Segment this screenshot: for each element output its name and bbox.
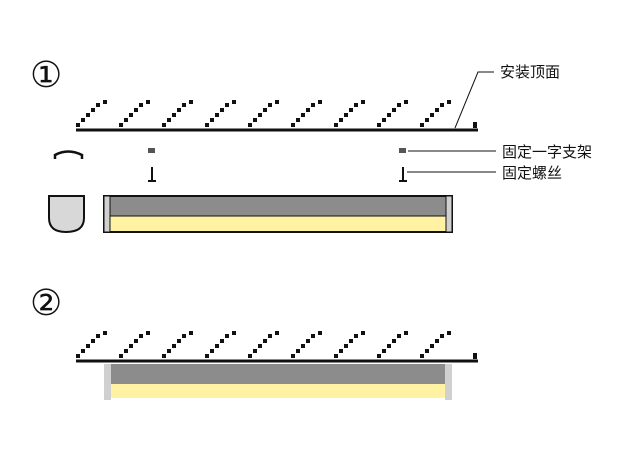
surface-leader-line <box>454 71 494 129</box>
bracket-left-icon <box>148 148 155 153</box>
screw-left-icon <box>148 167 156 182</box>
mounting-surface-1 <box>76 100 478 132</box>
mounting-surface-2 <box>76 331 478 363</box>
surface-hatching <box>76 100 477 128</box>
led-tube-1 <box>103 195 453 233</box>
surface-hatching <box>76 331 477 359</box>
mounting-surface-label: 安装顶面 <box>500 63 560 81</box>
clip-end-view-icon <box>48 195 85 234</box>
step-1-number: ① <box>30 55 62 96</box>
led-tube-2 <box>104 364 452 400</box>
screw-right-icon <box>399 167 407 182</box>
fixing-bracket-label: 固定一字支架 <box>502 143 592 161</box>
bracket-right-icon <box>399 148 406 153</box>
clip-top-icon <box>53 150 84 159</box>
step-2-number: ② <box>30 283 62 324</box>
fixing-screw-label: 固定螺丝 <box>502 164 562 182</box>
